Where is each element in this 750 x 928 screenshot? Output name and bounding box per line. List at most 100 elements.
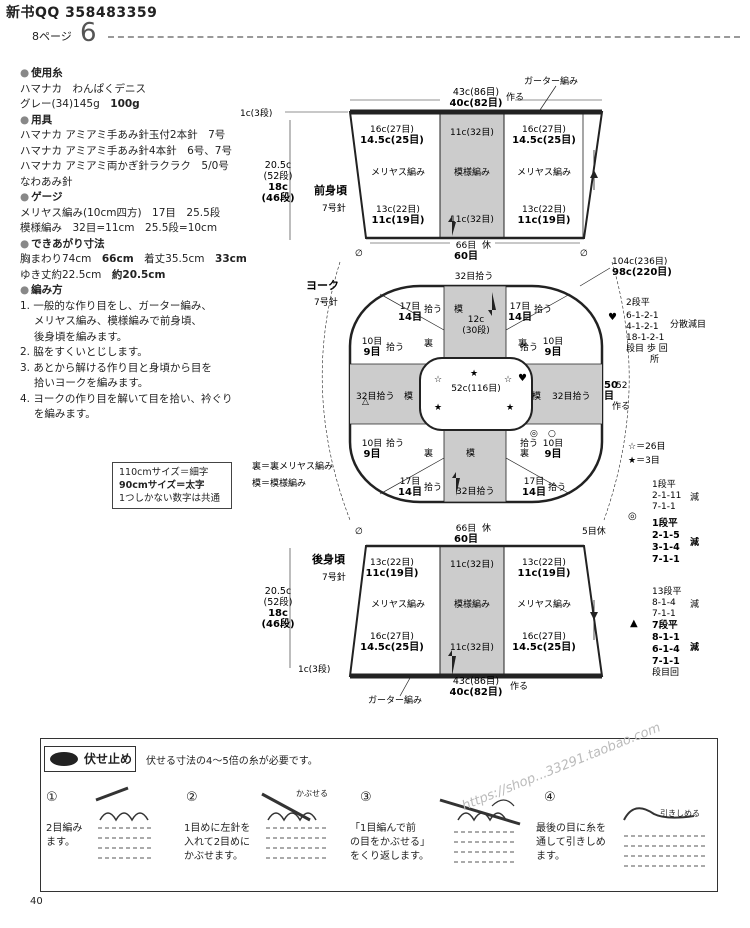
yoke-right-moyo: 模 (532, 391, 541, 402)
back-mid-top: 11c(32目) (450, 559, 494, 570)
yoke-needle: 7号針 (314, 296, 338, 308)
yoke-tr-thin: 17目 (510, 301, 530, 312)
yoke-top-height: 12c (468, 315, 484, 325)
bind-off-box (40, 738, 718, 892)
heart-dec-line: 18-1-2-1 (626, 333, 664, 343)
method-step: 3. あとから解ける作り目と身頃から目を (20, 361, 212, 374)
size-legend-common: 1つしかない数字は共通 (119, 493, 221, 504)
triangle-dec-bold: 8-1-1 (652, 632, 680, 643)
bind-off-step-4-tag: 引きしめる (660, 809, 700, 818)
yoke-side-thin: 52 (616, 381, 627, 391)
heart-dec-line: 6-1-2-1 (626, 311, 659, 321)
back-mark-left: ∅ (355, 527, 363, 537)
front-garter-label: ガーター編み (524, 75, 578, 87)
heart-symbol: ♥ (608, 312, 617, 323)
yoke-pickup-top: 32目拾う (455, 270, 493, 282)
tool-item: ハマナカ アミアミ手あみ針4本針 6号、7号 (20, 144, 232, 157)
front-pattern-panel (440, 112, 504, 238)
method-step: 後身頃を編みます。 (20, 330, 128, 343)
method-step: 1. 一般的な作り目をし、ガーター編み、 (20, 299, 212, 312)
page-header-title: 新书QQ 358483359 (6, 5, 158, 21)
front-right-top-bold: 14.5c(25目) (512, 134, 576, 146)
circle-mark: ○ (548, 429, 556, 439)
yoke-bottom-pick: 32目拾う (456, 485, 494, 497)
heart-dec-label: 分散減目 (670, 318, 706, 330)
back-mid-bottom: 11c(32目) (450, 642, 494, 653)
front-height-rows-bold: (46段) (261, 191, 294, 204)
pattern-number: 6 (80, 18, 97, 48)
back-make: 作る (510, 680, 528, 692)
front-right-top-thin: 16c(27目) (522, 124, 566, 135)
bind-off-step-3-text: 「1目編んで前 の目をかぶせる」 をくり返します。 (350, 823, 430, 862)
front-right-bottom-thin: 13c(22目) (522, 204, 566, 215)
triangle-dec-bold: 7-1-1 (652, 656, 680, 667)
circle-dec-thin: 7-1-1 (652, 502, 676, 512)
back-right-top-thin: 13c(22目) (522, 557, 566, 568)
yoke-center-width: 52c(116目) (451, 383, 501, 394)
bind-off-step-1-number: ① (46, 790, 58, 805)
circle-mark: ◎ (530, 429, 538, 439)
header-divider (108, 36, 740, 38)
yoke-br-bold: 9目 (545, 448, 562, 460)
yoke-side-make: 作る (612, 400, 630, 412)
size-line: ゆき丈約22.5cm 約20.5cm (20, 268, 166, 281)
back-rest: 休 (482, 522, 491, 534)
yoke-ml-pick: 拾う (386, 341, 404, 353)
front-label: 前身頃 (314, 183, 348, 197)
back-rest-5: 5目休 (582, 525, 606, 537)
back-bottom-bold: 40c(82目) (450, 686, 503, 698)
back-height-thin: 20.5c (265, 586, 291, 597)
yoke-circumference-bold: 98c(220目) (612, 266, 672, 278)
back-height-rows: (52段) (263, 596, 292, 608)
star-black-mark: ★ (506, 403, 514, 413)
yarn-color-line: グレー(34)145g 100g (20, 98, 140, 110)
bind-off-step-2-tag: かぶせる (296, 789, 328, 798)
bind-off-title: 伏せ止め (84, 752, 133, 766)
yoke-tl-bold: 14目 (398, 311, 422, 323)
yoke-tl-pick: 拾う (424, 303, 442, 315)
triangle-mark: △ (362, 397, 369, 407)
front-bottom-thin: 66目 (456, 240, 476, 251)
front-left-bottom-thin: 13c(22目) (376, 204, 420, 215)
front-left-top-bold: 14.5c(25目) (360, 134, 424, 146)
triangle-dec-bold: 7段平 (652, 619, 678, 631)
yoke-br-pick: 拾う (520, 437, 538, 449)
bind-off-symbol-icon (50, 752, 78, 766)
method-step: を編みます。 (20, 408, 96, 420)
tools-heading: 用具 (20, 113, 270, 129)
triangle-dec-thin: 7-1-1 (652, 609, 676, 619)
legend-moyo: 模＝模様編み (252, 477, 306, 489)
triangle-dec-thin: 13段平 (652, 585, 681, 597)
yoke-label: ヨーク (306, 279, 339, 292)
back-edge-label: 1c(3段) (298, 663, 330, 675)
bind-off-step-3-number: ③ (360, 790, 372, 805)
back-right-top-bold: 11c(19目) (518, 567, 571, 579)
bind-off-title-frame (44, 746, 136, 772)
back-right-meriyasu: メリヤス編み (517, 598, 571, 610)
back-top-bold: 60目 (454, 533, 478, 545)
bind-off-step-4-number: ④ (544, 790, 556, 805)
yoke-tr-ura: 裏 (518, 337, 527, 349)
heart-dec-line: 段目 歩 回 (626, 342, 668, 354)
yoke-bbl-bold: 14目 (398, 486, 422, 498)
back-mid-pattern: 模様編み (454, 598, 490, 610)
circle-dec-bold: 2-1-5 (652, 530, 680, 541)
yoke-bl-pick: 拾う (386, 437, 404, 449)
yoke-side-unit: 目 (604, 390, 614, 402)
back-bottom-thin: 43c(86目) (453, 676, 499, 687)
bind-off-illustrations (95, 786, 706, 867)
yoke-bl-ura: 裏 (424, 447, 433, 459)
size-line: 胸まわり74cm 66cm 着丈35.5cm 33cm (20, 253, 247, 265)
back-garter: ガーター編み (368, 694, 422, 706)
bind-off-step-4-text: 最後の目に糸を 通して引きしめ ます。 (536, 823, 606, 862)
triangle-dec-foot: 段目回 (652, 666, 679, 678)
yoke-tr-bold: 14目 (508, 311, 532, 323)
yarn-brand: ハマナカ わんぱくデニス (20, 82, 146, 95)
method-step: 4. ヨークの作り目を解いて目を拾い、衿ぐり (20, 392, 233, 405)
yoke-side-bold: 50 (604, 380, 618, 391)
yoke-top-moyo: 模 (454, 304, 463, 315)
circle-dec-thin: 2-1-11 (652, 491, 681, 501)
knitting-diagram: 43c(86目) 40c(82目) 作る ガーター編み 1c(3段) 20.5c… (240, 75, 706, 706)
front-body (348, 109, 604, 240)
bind-off-step-4-illustration (623, 807, 706, 867)
